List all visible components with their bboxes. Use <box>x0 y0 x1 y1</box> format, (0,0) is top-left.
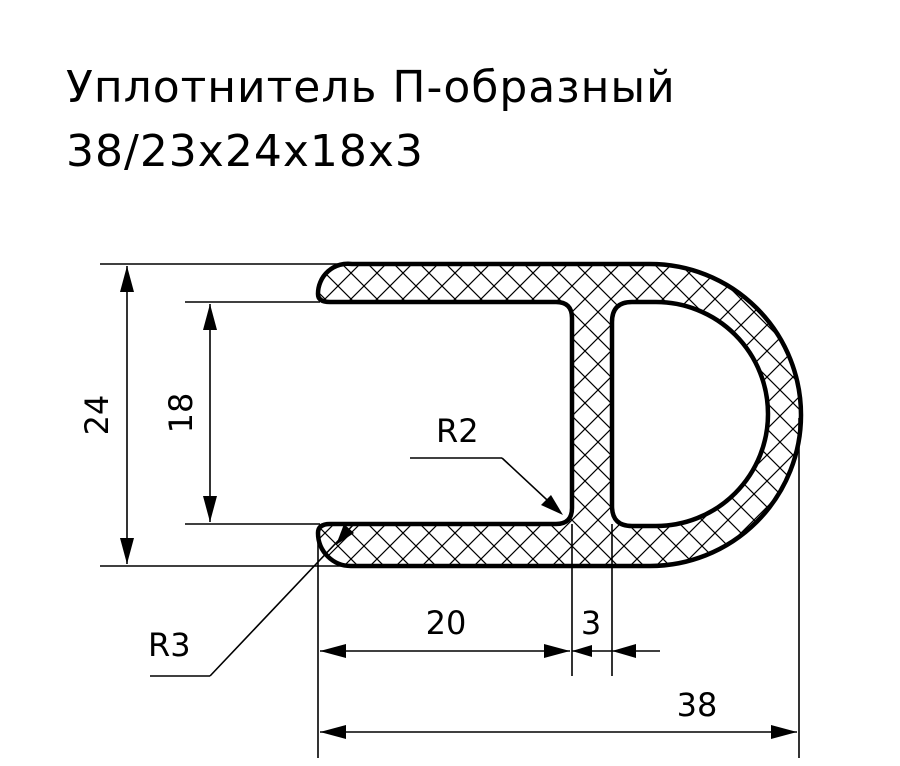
seal-outer-contour <box>315 261 804 569</box>
arrow-r3 <box>336 524 354 545</box>
radius-label-r2: R2 <box>436 412 479 450</box>
dimension-label-20: 20 <box>426 604 467 642</box>
leader-r3-diagonal <box>209 523 355 677</box>
arrow-3-right <box>612 644 636 658</box>
arrow-38-right <box>771 725 797 739</box>
seal-cross-section <box>317 263 801 567</box>
dimension-label-18: 18 <box>162 393 200 434</box>
arrow-24-top <box>120 266 134 292</box>
arrow-20-left <box>320 644 346 658</box>
seal-inner-cavity <box>609 299 771 529</box>
drawing-title: Уплотнитель П-образный <box>66 62 676 113</box>
radius-label-r3: R3 <box>148 626 191 664</box>
arrow-3-left <box>572 645 592 657</box>
arrow-38-left <box>320 725 346 739</box>
drawing-subtitle: 38/23x24x18x3 <box>66 126 424 177</box>
dimension-label-3: 3 <box>581 604 601 642</box>
arrow-r2 <box>541 495 563 515</box>
dimension-label-38: 38 <box>677 686 718 724</box>
arrow-18-bottom <box>203 496 217 522</box>
dimension-label-24: 24 <box>78 395 116 436</box>
arrow-20-right <box>544 644 570 658</box>
arrow-24-bottom <box>120 538 134 564</box>
arrow-18-top <box>203 304 217 330</box>
